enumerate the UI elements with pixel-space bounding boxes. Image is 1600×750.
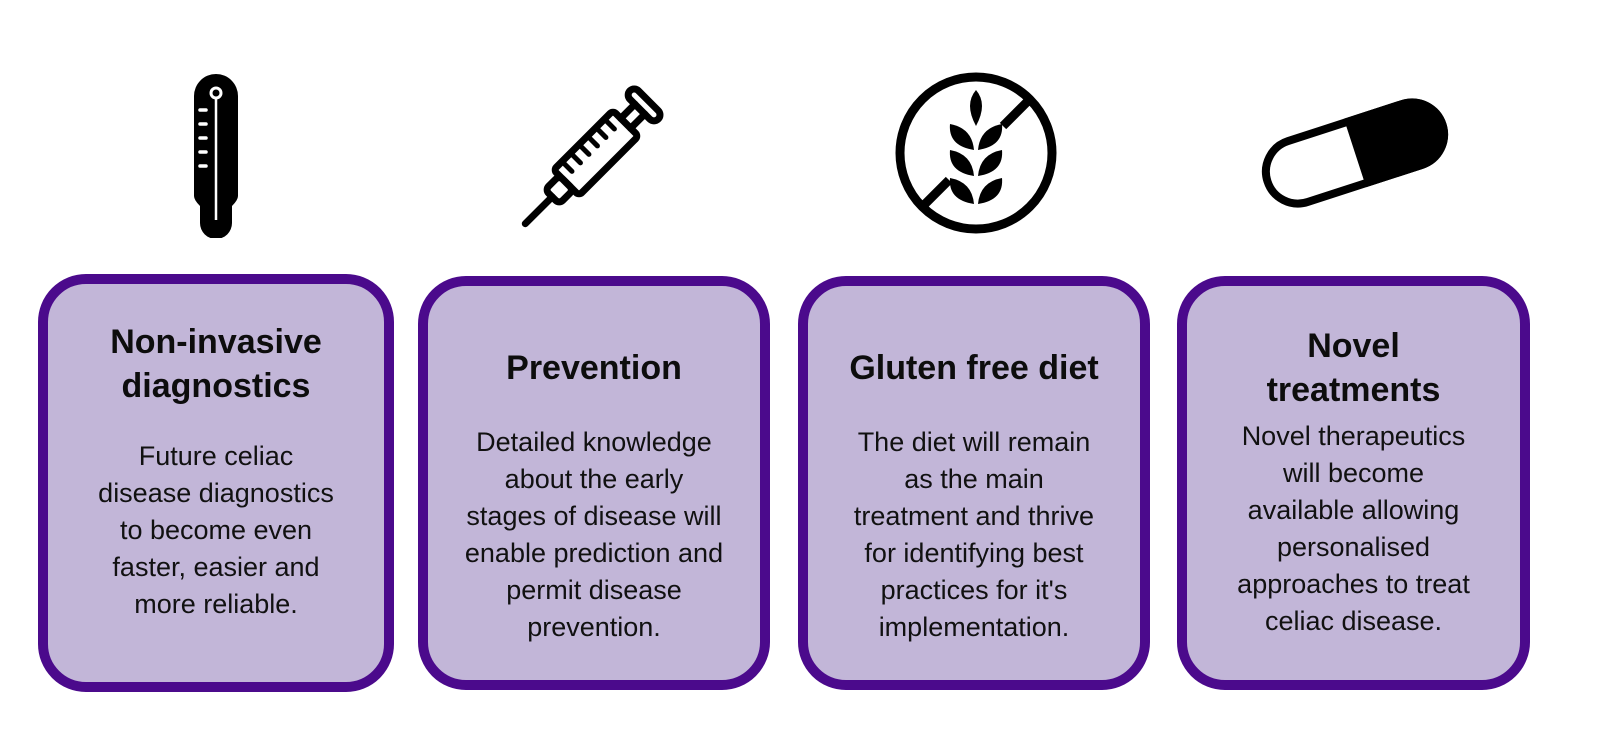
syringe-icon	[418, 60, 774, 245]
card-title: Prevention	[506, 346, 682, 390]
body-line: stages of disease will	[466, 501, 722, 531]
card-body: Future celiac disease diagnostics to bec…	[98, 438, 334, 623]
card-non-invasive-diagnostics: Non-invasive diagnostics Future celiac d…	[38, 274, 394, 692]
body-line: Future celiac	[138, 441, 294, 471]
thermometer-icon	[38, 60, 394, 245]
body-line: personalised	[1276, 532, 1431, 562]
body-line: will become	[1282, 458, 1425, 488]
column-gluten-free-diet: Gluten free diet The diet will remain as…	[798, 0, 1154, 750]
card-title: Non-invasive diagnostics	[110, 320, 322, 408]
card-body: The diet will remain as the main treatme…	[854, 424, 1094, 646]
column-prevention: Prevention Detailed knowledge about the …	[418, 0, 774, 750]
column-non-invasive-diagnostics: Non-invasive diagnostics Future celiac d…	[38, 0, 394, 750]
body-line: practices for it's	[880, 575, 1068, 605]
card-gluten-free-diet: Gluten free diet The diet will remain as…	[798, 276, 1150, 690]
body-line: more reliable.	[134, 589, 298, 619]
body-line: disease diagnostics	[98, 478, 334, 508]
body-line: The diet will remain	[857, 427, 1091, 457]
title-line: treatments	[1266, 371, 1441, 409]
body-line: faster, easier and	[112, 552, 320, 582]
body-line: Novel therapeutics	[1241, 421, 1466, 451]
title-line: Prevention	[506, 349, 682, 387]
card-body: Novel therapeutics will become available…	[1237, 418, 1470, 640]
card-title: Novel treatments	[1267, 324, 1441, 412]
card-novel-treatments: Novel treatments Novel therapeutics will…	[1177, 276, 1530, 690]
title-line: Novel	[1307, 327, 1400, 365]
gluten-free-wheat-icon	[798, 60, 1154, 245]
body-line: about the early	[504, 464, 684, 494]
body-line: Detailed knowledge	[476, 427, 712, 457]
body-line: enable prediction and	[464, 538, 724, 568]
card-prevention: Prevention Detailed knowledge about the …	[418, 276, 770, 690]
body-line: to become even	[119, 515, 313, 545]
title-line: Gluten free diet	[849, 349, 1099, 387]
card-body: Detailed knowledge about the early stage…	[465, 424, 723, 646]
body-line: celiac disease.	[1264, 606, 1443, 636]
body-line: prevention.	[527, 612, 661, 642]
title-line: diagnostics	[121, 367, 311, 405]
capsule-pill-icon	[1177, 60, 1533, 245]
column-novel-treatments: Novel treatments Novel therapeutics will…	[1177, 0, 1533, 750]
body-line: treatment and thrive	[853, 501, 1095, 531]
body-line: available allowing	[1247, 495, 1460, 525]
body-line: for identifying best	[864, 538, 1084, 568]
body-line: implementation.	[878, 612, 1070, 642]
body-line: as the main	[904, 464, 1044, 494]
title-line: Non-invasive	[110, 323, 322, 361]
card-title: Gluten free diet	[849, 346, 1098, 390]
body-line: permit disease	[506, 575, 682, 605]
body-line: approaches to treat	[1237, 569, 1470, 599]
